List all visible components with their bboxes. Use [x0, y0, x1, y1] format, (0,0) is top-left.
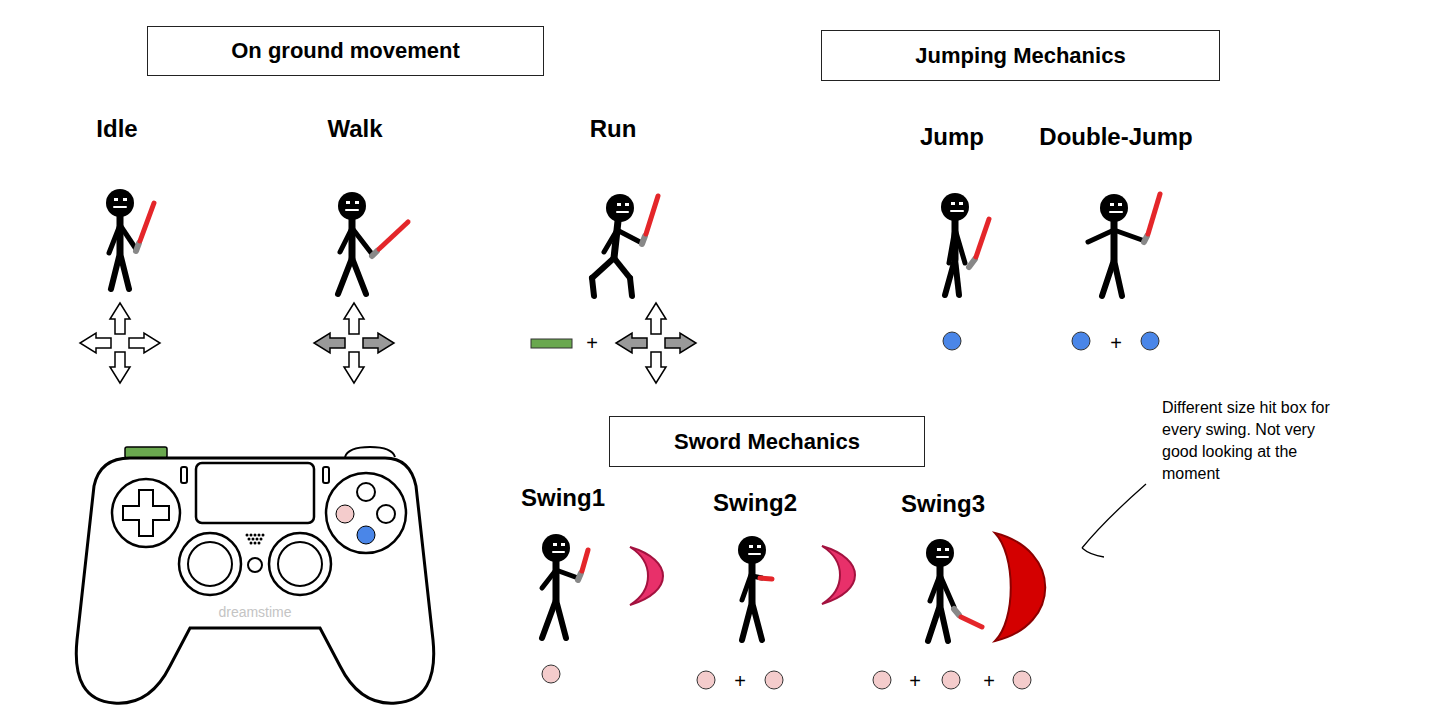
caption-label: Swing1: [521, 484, 605, 512]
caption-label: Swing3: [901, 490, 985, 518]
hitbox-swing3: [995, 533, 1045, 641]
stick-figure-swing3: [926, 539, 982, 641]
stick-figure-swing2: [738, 536, 772, 640]
stick-figure-double-jump: [1088, 194, 1160, 296]
plus-sign: +: [909, 670, 921, 693]
leader-line: [1082, 484, 1146, 557]
trigger-button: [531, 339, 572, 348]
jump-buttons: [943, 332, 1159, 350]
caption-label: Double-Jump: [1039, 123, 1192, 151]
swing-buttons: [542, 665, 1031, 689]
heading-box: Jumping Mechanics: [821, 30, 1220, 81]
heading-text: Sword Mechanics: [674, 429, 860, 455]
heading-box: Sword Mechanics: [609, 416, 925, 467]
caption-label: Run: [590, 115, 637, 143]
dpad-arrows-idle: [80, 303, 160, 383]
caption-label: Walk: [327, 115, 382, 143]
caption-label: Swing2: [713, 489, 797, 517]
gamepad: [76, 447, 433, 703]
plus-sign: +: [983, 670, 995, 693]
heading-box: On ground movement: [147, 26, 544, 76]
stick-figure-idle: [106, 189, 154, 289]
caption-label: Jump: [920, 123, 984, 151]
dpad-arrows-run: [616, 303, 696, 383]
plus-sign: +: [734, 670, 746, 693]
dpad-arrows-walk: [314, 303, 394, 383]
plus-sign: +: [1110, 332, 1122, 355]
stick-figure-walk: [338, 192, 408, 294]
hitbox-swing1: [630, 547, 663, 605]
stick-figure-run: [592, 194, 658, 296]
heading-text: On ground movement: [231, 38, 460, 64]
annotation-note: Different size hit box for every swing. …: [1162, 397, 1354, 485]
watermark: dreamstime: [216, 604, 293, 620]
stick-figure-jump: [941, 193, 989, 295]
caption-label: Idle: [96, 115, 137, 143]
heading-text: Jumping Mechanics: [915, 43, 1125, 69]
plus-sign: +: [586, 332, 598, 355]
stick-figure-swing1: [542, 534, 588, 638]
hitbox-swing2: [822, 546, 855, 604]
